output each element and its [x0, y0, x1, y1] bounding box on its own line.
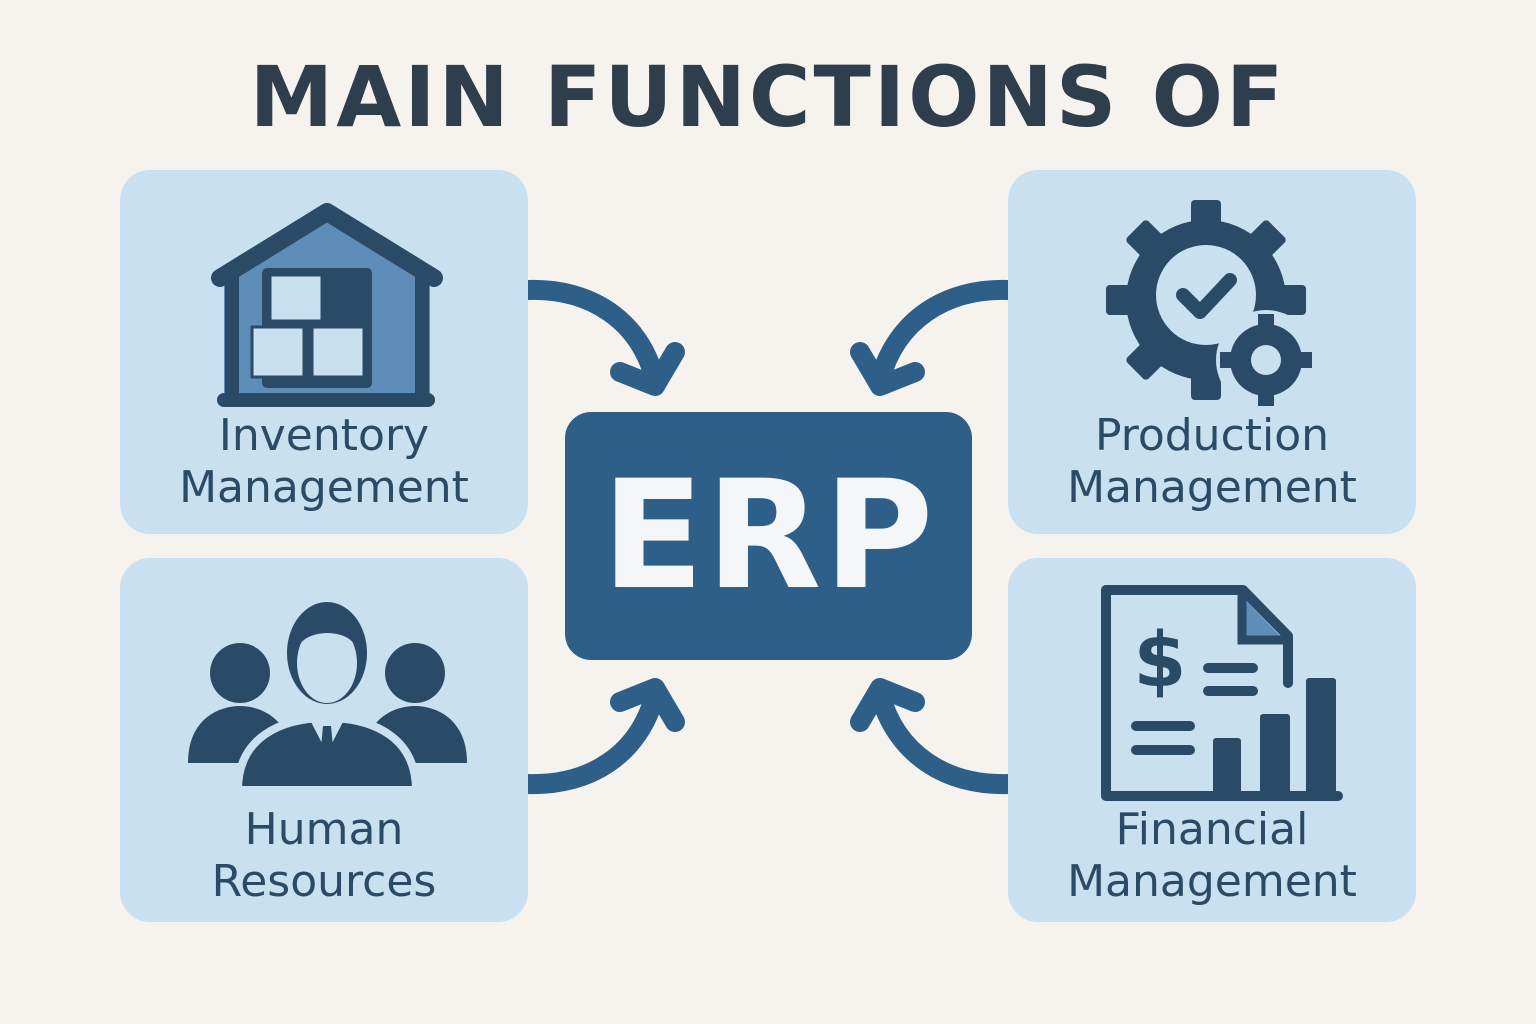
- arrowhead-hr: [610, 678, 685, 732]
- gear-check-icon: [1106, 200, 1316, 410]
- arrow-inventory-to-erp: [518, 279, 665, 390]
- arrow-hr-to-erp: [518, 684, 665, 795]
- arrowhead-production: [850, 342, 925, 396]
- module-label-line2: Management: [179, 462, 469, 513]
- financial-report-icon: $: [1101, 585, 1343, 801]
- page-title: MAIN FUNCTIONS OF: [249, 48, 1287, 146]
- module-card-production[interactable]: Production Management: [1008, 170, 1416, 534]
- warehouse-icon: [211, 203, 443, 407]
- module-card-inventory[interactable]: Inventory Management: [120, 170, 528, 534]
- module-label-line2: Management: [1067, 856, 1357, 907]
- arrowhead-financial: [850, 678, 925, 732]
- people-icon: [188, 594, 467, 794]
- module-label-line1: Production: [1094, 410, 1330, 461]
- module-label-line1: Inventory: [218, 410, 430, 461]
- module-label-line2: Management: [1067, 462, 1357, 513]
- module-label-line1: Financial: [1115, 804, 1309, 855]
- erp-center-box: ERP: [565, 412, 972, 660]
- module-label-line1: Human: [244, 804, 404, 855]
- arrow-production-to-erp: [870, 279, 1018, 390]
- arrow-financial-to-erp: [870, 684, 1018, 795]
- arrowhead-inventory: [610, 342, 685, 396]
- module-card-financial[interactable]: $ Financial Management: [1008, 558, 1416, 922]
- module-label-line2: Resources: [211, 856, 437, 907]
- svg-text:$: $: [1134, 615, 1187, 704]
- module-card-human-resources[interactable]: Human Resources: [120, 558, 528, 922]
